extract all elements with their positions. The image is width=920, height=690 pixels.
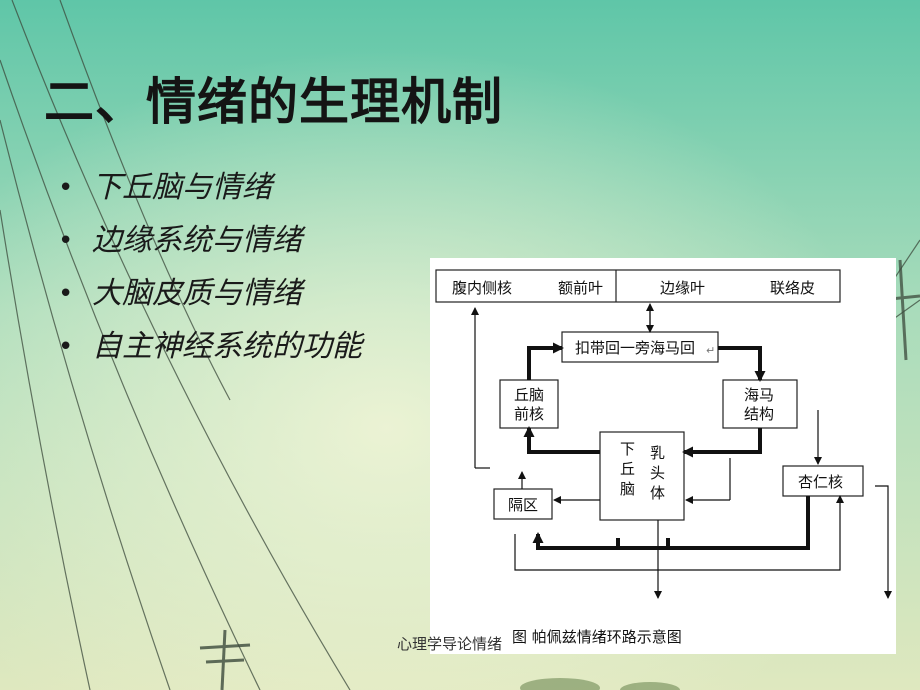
vmh-label: 腹内侧核 xyxy=(452,279,512,297)
arrow-amygdala-down-right xyxy=(875,485,892,599)
bullet-icon: • xyxy=(58,173,74,203)
hypothalamus-char-1: 下 xyxy=(620,440,635,458)
bullet-item: • 大脑皮质与情绪 xyxy=(58,272,362,325)
bullet-icon: • xyxy=(58,279,74,309)
papez-circuit-diagram: 腹内侧核 额前叶 边缘叶 联络皮 扣带回一旁海马回 ↵ 丘脑 前核 海马 结构 … xyxy=(430,258,896,654)
prefrontal-label: 额前叶 xyxy=(558,279,603,297)
bullet-text: 自主神经系统的功能 xyxy=(92,329,362,364)
tree-silhouettes xyxy=(520,678,680,690)
anterior-thalamus-label-1: 丘脑 xyxy=(514,386,544,404)
amygdala-label: 杏仁核 xyxy=(798,473,843,491)
septum-label: 隔区 xyxy=(508,496,538,514)
anterior-thalamus-label-2: 前核 xyxy=(514,405,544,423)
slide-title: 二、情绪的生理机制 xyxy=(44,73,503,131)
bullet-item: • 边缘系统与情绪 xyxy=(58,219,362,272)
hypothalamus-box xyxy=(599,431,685,521)
bullet-item: • 下丘脑与情绪 xyxy=(58,166,362,219)
mammillary-char-1: 乳 xyxy=(650,444,665,462)
bullet-text: 边缘系统与情绪 xyxy=(92,223,302,258)
mammillary-char-3: 体 xyxy=(650,484,665,502)
cingulate-box xyxy=(561,331,719,363)
hypothalamus-char-3: 脑 xyxy=(620,480,635,498)
circuit-arrow-hypothalamus-to-thalamus xyxy=(523,426,600,454)
bullet-text: 大脑皮质与情绪 xyxy=(92,276,302,311)
papez-main-circuit xyxy=(523,342,810,550)
bullet-icon: • xyxy=(58,332,74,362)
arrow-left-loop xyxy=(514,495,844,571)
bullet-text: 下丘脑与情绪 xyxy=(92,170,272,205)
association-cortex-label: 联络皮 xyxy=(770,279,815,297)
thin-connections xyxy=(471,303,892,599)
diagram-caption: 图 帕佩兹情绪环路示意图 xyxy=(512,628,682,646)
hypothalamus-char-2: 丘 xyxy=(620,460,635,478)
return-mark: ↵ xyxy=(706,344,715,357)
bullet-item: • 自主神经系统的功能 xyxy=(58,325,362,378)
hippocampus-label-1: 海马 xyxy=(744,386,774,404)
footer-text: 心理学导论情绪 xyxy=(397,635,503,653)
circuit-arrow-amygdala-to-bottom-loop xyxy=(532,496,810,550)
hippocampus-label-2: 结构 xyxy=(744,405,774,423)
limbic-lobe-label: 边缘叶 xyxy=(660,279,705,297)
mammillary-char-2: 头 xyxy=(650,464,665,482)
papez-circuit-svg: 腹内侧核 额前叶 边缘叶 联络皮 扣带回一旁海马回 ↵ 丘脑 前核 海马 结构 … xyxy=(435,269,892,646)
cortex-bar xyxy=(435,269,841,303)
bullet-icon: • xyxy=(58,226,74,256)
circuit-arrow-cingulate-to-hippocampus xyxy=(718,346,766,382)
circuit-arrow-hippocampus-to-hypothalamus xyxy=(682,428,762,458)
septum-box xyxy=(493,488,553,520)
anterior-thalamus-box xyxy=(499,379,559,429)
utility-pole-left xyxy=(199,629,251,690)
cingulate-label: 扣带回一旁海马回 xyxy=(575,339,695,357)
topic-bullet-list: • 下丘脑与情绪 • 边缘系统与情绪 • 大脑皮质与情绪 • 自主神经系统的功能 xyxy=(58,166,362,378)
amygdala-box xyxy=(782,465,864,497)
circuit-arrow-thalamus-to-cingulate xyxy=(527,342,564,380)
